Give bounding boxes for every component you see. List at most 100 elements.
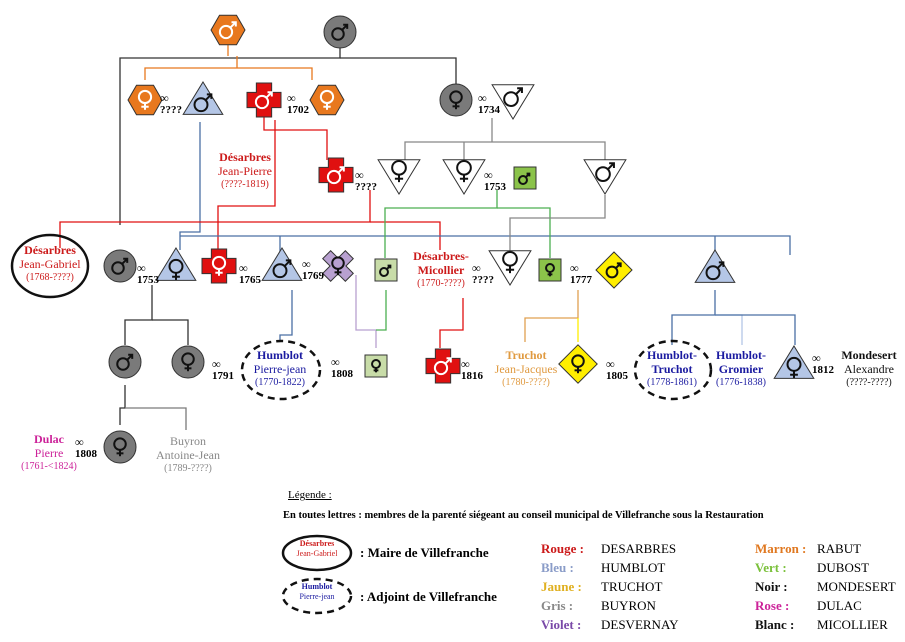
circle-shape (103, 249, 137, 283)
person-name: Désarbres (219, 150, 271, 164)
infinity-symbol: ∞ (239, 261, 248, 275)
person-dates: (1770-????) (417, 278, 465, 289)
male-glyph-ring (518, 175, 528, 185)
tri-up-family-symbol (694, 249, 736, 283)
x-family-symbol (322, 250, 354, 282)
infinity-symbol: ∞ (570, 261, 579, 275)
family-line (152, 319, 189, 345)
marriage-year: 1765 (239, 274, 261, 286)
male-glyph-ring (379, 267, 389, 277)
circle-shape (439, 83, 473, 117)
male-glyph-arrowhead (387, 264, 392, 269)
tri-down-family-symbol (583, 159, 627, 195)
marriage-year: 1812 (812, 364, 834, 376)
male-glyph-arrowhead (123, 257, 129, 263)
female-glyph-ring (113, 437, 127, 451)
marriage-mark-1777: ∞ 1777 (570, 262, 592, 286)
person-desarbres-jean-pierre: Désarbres Jean-Pierre (????-1819) (210, 150, 280, 192)
tri-up-family-symbol (155, 247, 197, 281)
square-shape (513, 166, 537, 190)
person-dates: (????-????) (846, 377, 892, 388)
male-glyph-ring (433, 360, 449, 376)
marriage-mark-1805: ∞ 1805 (606, 358, 628, 382)
legend-adjoint-example-given: Pierre-jean (299, 592, 335, 601)
cross-shape (318, 157, 354, 193)
infinity-symbol: ∞ (355, 168, 364, 182)
infinity-symbol: ∞ (472, 261, 481, 275)
male-glyph-ring (503, 91, 519, 107)
infinity-symbol: ∞ (287, 91, 296, 105)
circle-family-symbol (103, 430, 137, 464)
triangle-down-shape (583, 159, 627, 195)
person-dates: (1768-????) (26, 272, 74, 283)
male-glyph-arrow (515, 87, 523, 96)
person-given-name: Pierre (34, 446, 64, 460)
person-dates: (1780-????) (502, 377, 550, 388)
marriage-year: ???? (355, 181, 377, 193)
infinity-symbol: ∞ (331, 355, 340, 369)
triangle-up-shape (773, 345, 815, 379)
legend-color-key-truchot: Jaune : (541, 579, 582, 594)
cross-shape (246, 82, 282, 118)
infinity-symbol: ∞ (606, 357, 615, 371)
male-glyph-arrowhead (267, 91, 273, 97)
circle-shape (323, 15, 357, 49)
hexagon-shape (127, 84, 163, 116)
family-line (340, 57, 457, 85)
adjoint-oval (633, 339, 713, 401)
legend-color-family-rabut: RABUT (817, 541, 862, 556)
person-dates: (1789-????) (164, 463, 212, 474)
female-glyph-ring (181, 352, 195, 366)
cross-family-symbol (246, 82, 282, 118)
legend-adjoint-example-name: Humblot (301, 582, 333, 591)
marriage-mark-unknown: ∞ ???? (355, 169, 377, 193)
tri-up-family-symbol (773, 345, 815, 379)
person-desarbres-micollier: Désarbres- Micollier (1770-????) (406, 249, 476, 291)
infinity-symbol: ∞ (812, 351, 821, 365)
legend-adjoint-oval (281, 577, 353, 615)
legend-color-key-rabut: Marron : (755, 541, 807, 556)
family-line (180, 235, 791, 255)
family-line (119, 45, 341, 225)
male-glyph-arrow (607, 162, 615, 171)
legend-color-key-humblot: Bleu : (541, 560, 574, 575)
legend-maire-example: Désarbres Jean-Gabriel (283, 539, 351, 559)
male-glyph-ring (595, 166, 611, 182)
marriage-mark-1808: ∞ 1808 (75, 436, 97, 460)
female-glyph-ring (571, 354, 585, 368)
circle-shape (103, 430, 137, 464)
male-glyph-arrowhead (339, 166, 345, 172)
person-name: Dulac (34, 432, 64, 446)
marriage-mark-1765: ∞ 1765 (239, 262, 261, 286)
legend-maire-label: : Maire de Villefranche (360, 545, 489, 560)
person-dates: (1770-1822) (255, 377, 305, 388)
person-given-name: Gromier (718, 362, 764, 376)
person-given-name: Jean-Pierre (218, 164, 272, 178)
person-dulac-pierre: Dulac Pierre (1761-<1824) (14, 432, 84, 474)
family-line (217, 120, 276, 250)
legend-note: En toutes lettres : membres de la parent… (283, 510, 764, 521)
person-humblot-gromier: Humblot- Gromier (1776-1838) (708, 348, 774, 390)
person-symbols (103, 14, 815, 464)
family-line (124, 285, 153, 345)
legend-maire-example-given: Jean-Gabriel (296, 549, 338, 558)
male-glyph-arrowhead (446, 357, 452, 363)
marriage-year: 1769 (302, 270, 324, 282)
person-name: Truchot (505, 348, 547, 362)
person-name: Désarbres (24, 243, 76, 257)
legend-color-key-desarbres: Rouge : (541, 541, 584, 556)
legend-adjoint-example: Humblot Pierre-jean (283, 582, 351, 602)
family-line (263, 115, 328, 160)
marriage-mark-1753: ∞ 1753 (137, 262, 159, 286)
legend-color-family-dubost: DUBOST (817, 560, 870, 575)
marriage-year: 1808 (75, 448, 97, 460)
triangle-down-shape (491, 84, 535, 120)
infinity-symbol: ∞ (302, 257, 311, 271)
tri-down-family-symbol (491, 84, 535, 120)
male-glyph-arrowhead (343, 23, 349, 29)
family-line (715, 314, 743, 345)
marriage-mark-1816: ∞ 1816 (461, 358, 483, 382)
legend-color-key-dulac: Rose : (755, 598, 790, 613)
legend-color-family-buyron: BUYRON (601, 598, 656, 613)
